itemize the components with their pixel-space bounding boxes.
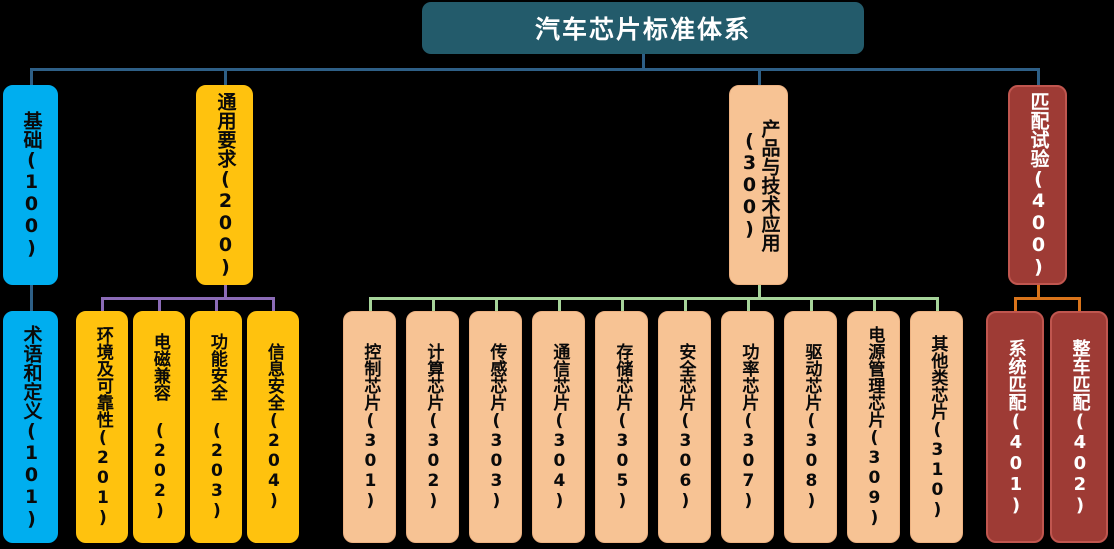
node-402[interactable]: 整车匹配(402) [1050,311,1108,543]
node-202[interactable]: 电磁兼容 (202) [133,311,185,543]
node-301[interactable]: 控制芯片(301) [343,311,396,543]
node-309[interactable]: 电源管理芯片(309) [847,311,900,543]
connector-vertical [272,297,275,311]
connector-horizontal [29,68,1040,71]
node-203[interactable]: 功能安全 (203) [190,311,242,543]
node-200[interactable]: 通用要求(200) [196,85,253,285]
node-300[interactable]: 产品与技术应用 (300) [729,85,788,285]
node-308[interactable]: 驱动芯片(308) [784,311,837,543]
node-305[interactable]: 存储芯片(305) [595,311,648,543]
node-label-305: 存储芯片(305) [612,343,633,511]
node-label-200: 通用要求(200) [214,92,237,278]
node-label-303: 传感芯片(303) [486,343,507,511]
connector-vertical [809,297,813,311]
node-label-306: 安全芯片(306) [675,343,696,511]
connector-vertical [1078,297,1081,311]
node-label-301: 控制芯片(301) [360,343,381,511]
node-label-304: 通信芯片(304) [549,343,570,511]
node-label-309: 电源管理芯片(309) [864,326,885,528]
connector-vertical [431,297,435,311]
node-label-101: 术语和定义(101) [20,324,43,530]
connector-vertical [1014,297,1017,311]
connector-vertical [368,297,372,311]
node-307[interactable]: 功率芯片(307) [721,311,774,543]
node-101[interactable]: 术语和定义(101) [3,311,58,543]
node-label-201: 环境及可靠性(201) [92,326,113,528]
node-303[interactable]: 传感芯片(303) [469,311,522,543]
connector-vertical [494,297,498,311]
node-304[interactable]: 通信芯片(304) [532,311,585,543]
connector-vertical [101,297,104,311]
connector-vertical [215,297,218,311]
root-node-title: 汽车芯片标准体系 [422,2,864,54]
connector-vertical [158,297,161,311]
node-label-400: 匹配试验(400) [1027,92,1050,278]
node-label-402: 整车匹配(402) [1069,338,1091,516]
node-306[interactable]: 安全芯片(306) [658,311,711,543]
node-label-203: 功能安全 (203) [206,333,227,521]
node-label-300: 产品与技术应用 (300) [738,118,781,252]
node-400[interactable]: 匹配试验(400) [1008,85,1067,285]
node-204[interactable]: 信息安全(204) [247,311,299,543]
node-label-100: 基础(100) [20,111,43,259]
node-label-401: 系统匹配(401) [1005,338,1027,516]
node-label-302: 计算芯片(302) [423,343,444,511]
node-310[interactable]: 其他类芯片(310) [910,311,963,543]
connector-vertical [1036,68,1040,85]
root-node-label: 汽车芯片标准体系 [534,15,751,44]
node-302[interactable]: 计算芯片(302) [406,311,459,543]
connector-vertical [29,68,33,85]
connector-vertical [683,297,687,311]
connector-vertical [223,285,227,297]
node-label-202: 电磁兼容 (202) [149,333,170,521]
node-100[interactable]: 基础(100) [3,85,58,285]
connector-horizontal [101,297,275,300]
connector-vertical [620,297,624,311]
connector-horizontal [368,297,939,300]
connector-vertical [757,285,761,297]
connector-horizontal [1014,297,1081,300]
connector-vertical [757,68,761,85]
connector-vertical [223,68,227,85]
node-label-307: 功率芯片(307) [738,343,759,511]
node-401[interactable]: 系统匹配(401) [986,311,1044,543]
connector-vertical [935,297,939,311]
node-label-204: 信息安全(204) [263,343,284,511]
connector-vertical [642,54,645,68]
connector-vertical [557,297,561,311]
connector-vertical [29,285,33,311]
node-201[interactable]: 环境及可靠性(201) [76,311,128,543]
node-label-310: 其他类芯片(310) [927,334,948,520]
node-label-308: 驱动芯片(308) [801,343,822,511]
connector-vertical [872,297,876,311]
connector-vertical [1036,285,1040,297]
connector-vertical [746,297,750,311]
